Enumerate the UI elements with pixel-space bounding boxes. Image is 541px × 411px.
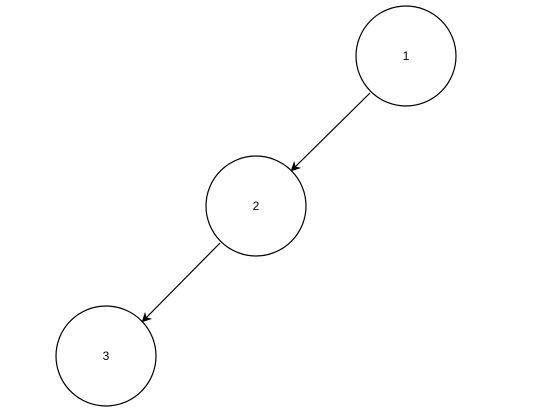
tree-node-3[interactable]: 3 — [55, 305, 157, 407]
edge-1-to-2 — [290, 92, 371, 172]
edge-2-to-3 — [141, 242, 221, 323]
node-1-circle — [355, 5, 457, 107]
node-3-label: 3 — [103, 349, 110, 363]
node-2-circle — [205, 155, 307, 257]
node-3-circle — [55, 305, 157, 407]
node-2-label: 2 — [253, 199, 260, 213]
tree-node-1[interactable]: 1 — [355, 5, 457, 107]
node-1-label: 1 — [403, 49, 410, 63]
tree-node-2[interactable]: 2 — [205, 155, 307, 257]
